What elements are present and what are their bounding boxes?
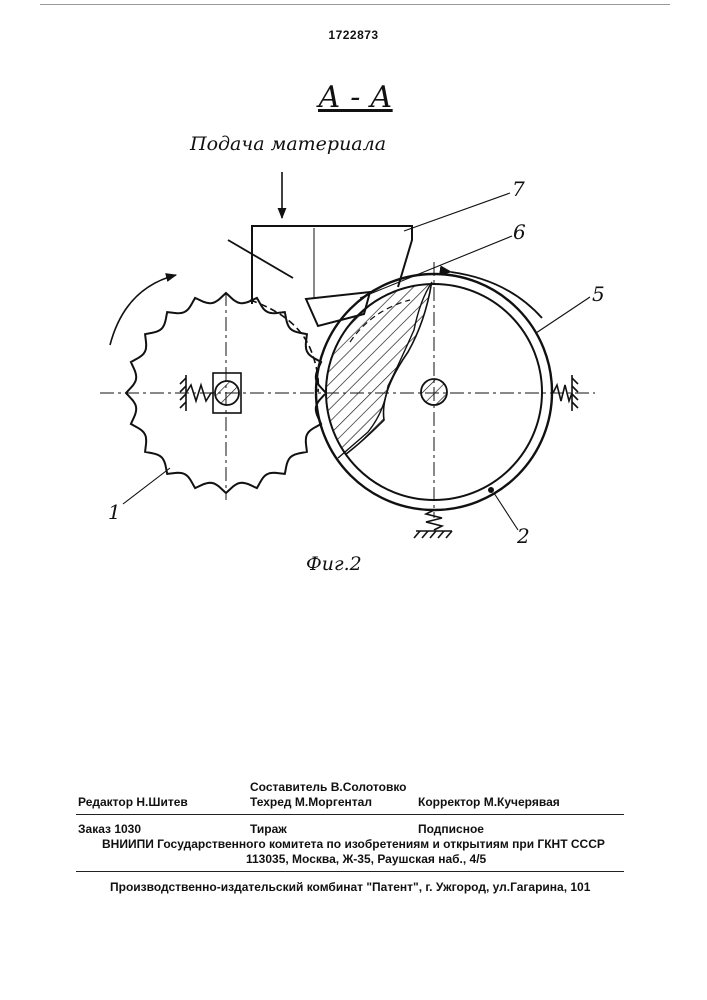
footer-corrector: Корректор М.Кучерявая — [418, 795, 560, 809]
roll-marker-dot — [488, 487, 494, 493]
footer-subscription: Подписное — [418, 822, 484, 836]
footer-address: 113035, Москва, Ж-35, Раушская наб., 4/5 — [246, 852, 486, 866]
footer-rule-2 — [76, 871, 624, 872]
gear-rotation-arrow — [110, 275, 176, 345]
footer-rule-1 — [76, 814, 624, 815]
callout-2: 2 — [517, 524, 530, 548]
callout-6: 6 — [513, 220, 526, 244]
roll-axle — [421, 379, 447, 405]
footer-printer: Производственно-издательский комбинат "П… — [110, 880, 590, 894]
callout-5: 5 — [592, 282, 605, 306]
callout-7: 7 — [512, 177, 525, 201]
feed-hopper — [228, 226, 412, 304]
footer-techred: Техред М.Моргентал — [250, 795, 372, 809]
figure-label: Фиг.2 — [306, 553, 362, 575]
gear-axle — [215, 381, 239, 405]
bottom-spring — [414, 510, 452, 538]
footer-order: Заказ 1030 — [78, 822, 141, 836]
footer-institute: ВНИИПИ Государственного комитета по изоб… — [102, 837, 605, 851]
footer-editor: Редактор Н.Шитев — [78, 795, 188, 809]
footer-circulation: Тираж — [250, 822, 287, 836]
footer-compiler: Составитель В.Солотовко — [250, 780, 407, 794]
callout-1: 1 — [108, 500, 121, 524]
